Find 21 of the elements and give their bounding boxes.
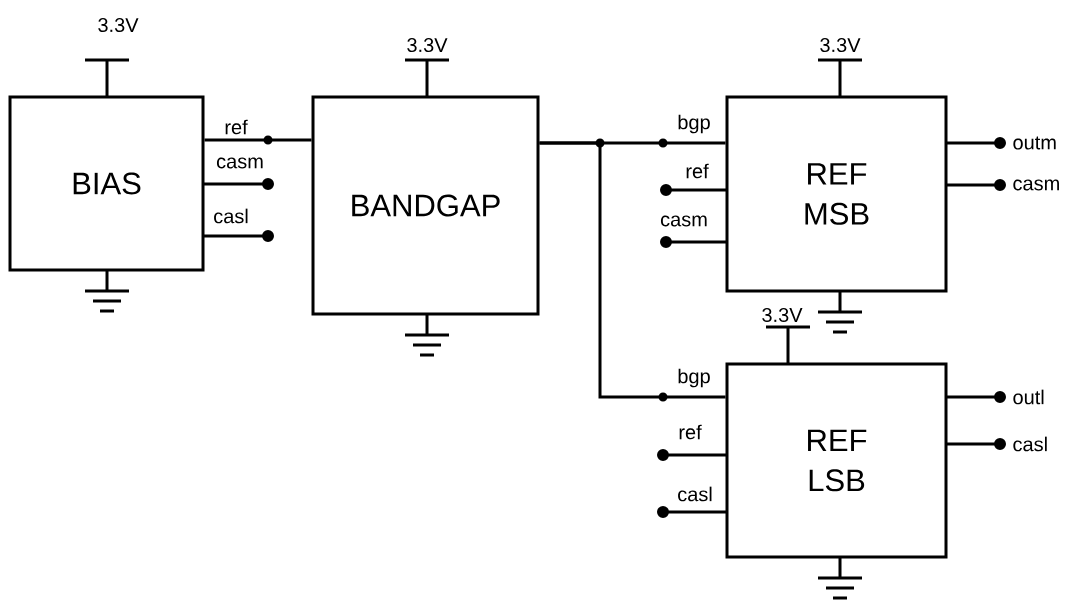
pin-label: outl [1013,389,1044,405]
wire [204,138,312,142]
block-box: BANDGAP [311,95,540,316]
pin-label: ref [686,163,709,179]
block-box: BIAS [8,95,205,272]
pin-label: casm [1013,179,1059,191]
wire [539,141,726,399]
pin-label: casl [1013,436,1047,452]
pin-label: 3.3V [820,37,861,53]
block-box: REF LSB [725,362,948,559]
pin-label: ref [679,424,702,440]
pin-label: bgp [678,114,710,134]
pin-label: outm [1013,136,1056,150]
pin-label: bgp [678,368,710,388]
pin-label: 3.3V [98,17,139,33]
pin-label: casm [660,215,707,227]
pin-label: 3.3V [407,37,448,53]
pin-label: casm [216,157,263,169]
pin-label: ref [225,119,248,135]
block-box: REF MSB [725,95,948,293]
pin-label: 3.3V [762,307,803,323]
